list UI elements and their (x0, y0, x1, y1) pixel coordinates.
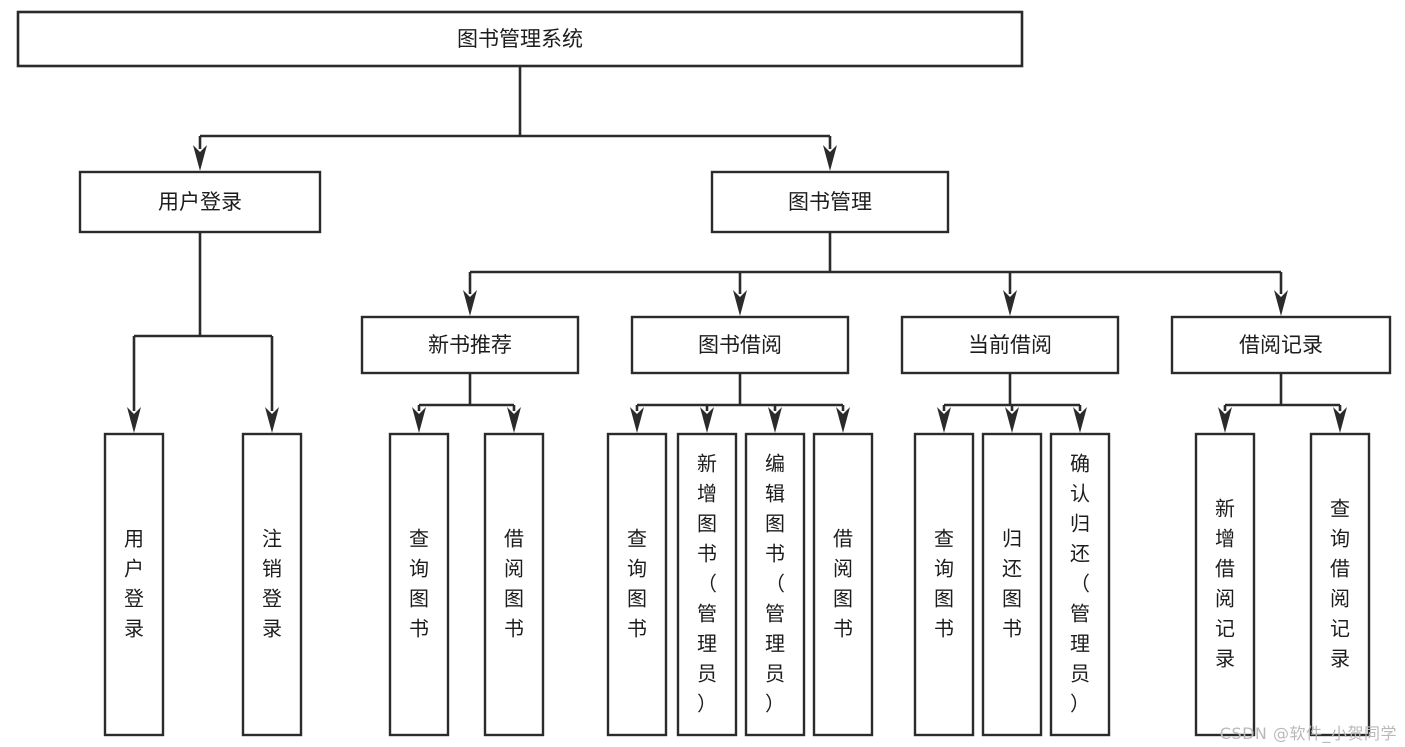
edge-group-current-borrow-to-leaves (937, 373, 1087, 433)
node-box-l3_2[interactable] (900, 315, 1120, 375)
node-l3_2[interactable]: 当前借阅 (900, 315, 1120, 375)
arrow-head-icon (1333, 407, 1347, 433)
node-box-leaf_12[interactable] (1309, 432, 1371, 737)
node-label-leaf_9: 归还图书 (1002, 526, 1022, 640)
arrow-head-icon (265, 407, 279, 433)
node-label-l3_3: 借阅记录 (1239, 333, 1323, 357)
node-leaf_4[interactable]: 查询图书 (606, 432, 668, 737)
edge-group-root-to-level2 (193, 66, 837, 171)
node-l3_1[interactable]: 图书借阅 (630, 315, 850, 375)
node-label-leaf_10: 确认归还（管理员） (1070, 451, 1090, 715)
node-leaf_2[interactable]: 查询图书 (388, 432, 450, 737)
node-leaf_8[interactable]: 查询图书 (913, 432, 975, 737)
node-label-leaf_1: 注销登录 (262, 526, 282, 640)
node-label-leaf_6: 编辑图书（管理员） (765, 451, 785, 715)
node-box-leaf_10[interactable] (1049, 432, 1111, 737)
node-box-leaf_4[interactable] (606, 432, 668, 737)
node-leaf_11[interactable]: 新增借阅记录 (1194, 432, 1256, 737)
node-leaf_10[interactable]: 确认归还（管理员） (1049, 432, 1111, 737)
node-label-leaf_3: 借阅图书 (504, 526, 524, 640)
node-box-l3_3[interactable] (1170, 315, 1392, 375)
node-box-l3_0[interactable] (360, 315, 580, 375)
node-leaf_7[interactable]: 借阅图书 (812, 432, 874, 737)
node-leaf_6[interactable]: 编辑图书（管理员） (744, 432, 806, 737)
node-label-leaf_11: 新增借阅记录 (1215, 496, 1235, 670)
node-l2_0[interactable]: 用户登录 (78, 170, 322, 234)
node-label-l2_1: 图书管理 (788, 190, 872, 214)
node-box-leaf_11[interactable] (1194, 432, 1256, 737)
arrow-head-icon (700, 407, 714, 433)
node-label-leaf_4: 查询图书 (627, 526, 647, 640)
node-label-root: 图书管理系统 (457, 27, 583, 51)
node-label-leaf_7: 借阅图书 (833, 526, 853, 640)
node-root[interactable]: 图书管理系统 (16, 10, 1024, 68)
node-box-leaf_7[interactable] (812, 432, 874, 737)
arrow-head-icon (768, 407, 782, 433)
edge-group-borrow-record-to-leaves (1218, 373, 1347, 433)
node-box-leaf_9[interactable] (981, 432, 1043, 737)
arrow-head-icon (1005, 407, 1019, 433)
node-leaf_1[interactable]: 注销登录 (241, 432, 303, 737)
node-box-leaf_6[interactable] (744, 432, 806, 737)
node-box-leaf_8[interactable] (913, 432, 975, 737)
node-label-leaf_12: 查询借阅记录 (1330, 496, 1350, 670)
edge-group-user-login-to-leaves (127, 232, 279, 433)
node-box-leaf_3[interactable] (483, 432, 545, 737)
arrow-head-icon (823, 145, 837, 171)
arrow-head-icon (1274, 290, 1288, 316)
arrow-head-icon (630, 407, 644, 433)
node-box-l2_1[interactable] (710, 170, 950, 234)
node-box-leaf_2[interactable] (388, 432, 450, 737)
node-box-root[interactable] (16, 10, 1024, 68)
node-box-l2_0[interactable] (78, 170, 322, 234)
node-label-l3_0: 新书推荐 (428, 333, 512, 357)
node-label-leaf_0: 用户登录 (124, 526, 144, 640)
arrow-head-icon (937, 407, 951, 433)
node-leaf_9[interactable]: 归还图书 (981, 432, 1043, 737)
node-label-l3_2: 当前借阅 (968, 333, 1052, 357)
node-box-leaf_1[interactable] (241, 432, 303, 737)
node-box-l3_1[interactable] (630, 315, 850, 375)
arrow-head-icon (733, 290, 747, 316)
arrow-head-icon (507, 407, 521, 433)
node-label-l2_0: 用户登录 (158, 190, 242, 214)
node-label-leaf_5: 新增图书（管理员） (697, 451, 717, 715)
arrow-head-icon (193, 145, 207, 171)
arrow-head-icon (412, 407, 426, 433)
node-l2_1[interactable]: 图书管理 (710, 170, 950, 234)
arrow-head-icon (1218, 407, 1232, 433)
connector-layer (127, 66, 1347, 433)
node-l3_0[interactable]: 新书推荐 (360, 315, 580, 375)
arrow-head-icon (1003, 290, 1017, 316)
arrow-head-icon (836, 407, 850, 433)
node-l3_3[interactable]: 借阅记录 (1170, 315, 1392, 375)
arrow-head-icon (463, 290, 477, 316)
edge-group-book-management-to-level3 (463, 232, 1288, 316)
arrow-head-icon (127, 407, 141, 433)
node-label-leaf_8: 查询图书 (934, 526, 954, 640)
edge-group-new-book-to-leaves (412, 373, 521, 433)
edge-group-book-borrow-to-leaves (630, 373, 850, 433)
node-leaf_0[interactable]: 用户登录 (103, 432, 165, 737)
node-leaf_5[interactable]: 新增图书（管理员） (676, 432, 738, 737)
arrow-head-icon (1073, 407, 1087, 433)
node-box-leaf_5[interactable] (676, 432, 738, 737)
node-label-leaf_2: 查询图书 (409, 526, 429, 640)
node-leaf_12[interactable]: 查询借阅记录 (1309, 432, 1371, 737)
node-label-l3_1: 图书借阅 (698, 333, 782, 357)
node-box-leaf_0[interactable] (103, 432, 165, 737)
node-leaf_3[interactable]: 借阅图书 (483, 432, 545, 737)
